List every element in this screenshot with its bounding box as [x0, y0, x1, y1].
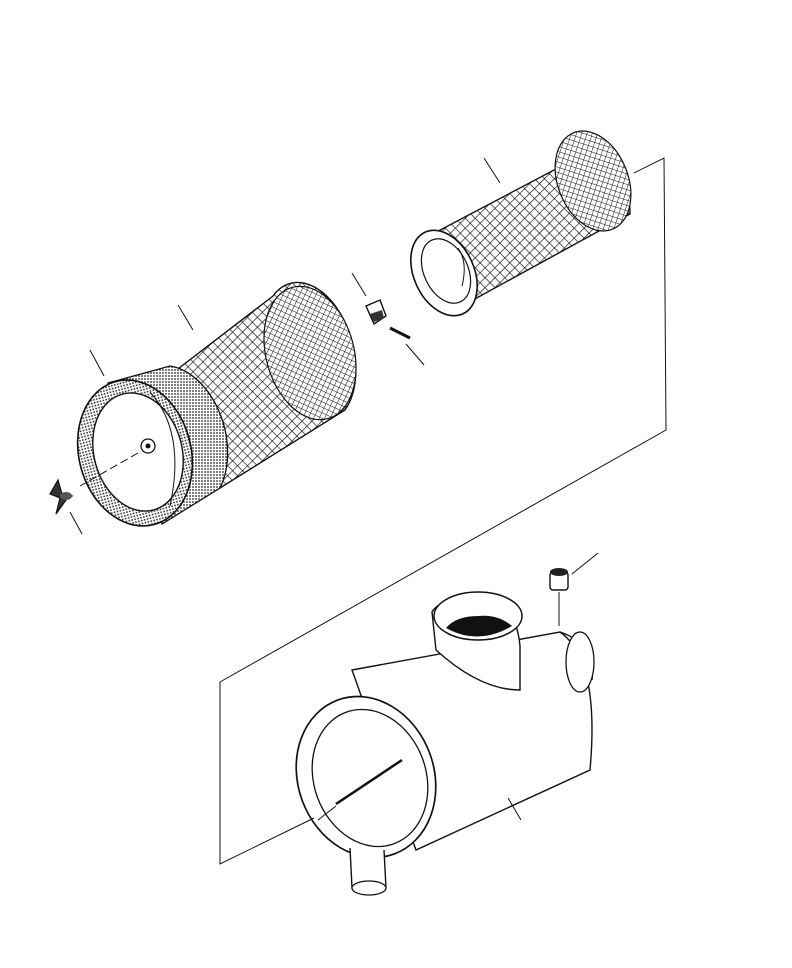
- leader-line: [351, 272, 367, 297]
- pin: [389, 326, 411, 340]
- clip: [365, 299, 387, 326]
- inner-safety-filter: [410, 130, 632, 317]
- assembly-bracket: [219, 157, 667, 865]
- leader-line: [507, 797, 522, 821]
- center-line: [79, 452, 139, 487]
- outer-filter-element: [76, 281, 357, 527]
- vacuator-cap: [549, 568, 569, 626]
- air-cleaner-housing: [295, 591, 595, 896]
- leader-line: [483, 157, 501, 184]
- leader-line: [177, 304, 194, 331]
- leader-line: [405, 343, 425, 366]
- leader-line: [69, 511, 83, 535]
- leader-line: [89, 349, 105, 377]
- wing-nut: [49, 478, 74, 515]
- leader-line: [571, 552, 599, 575]
